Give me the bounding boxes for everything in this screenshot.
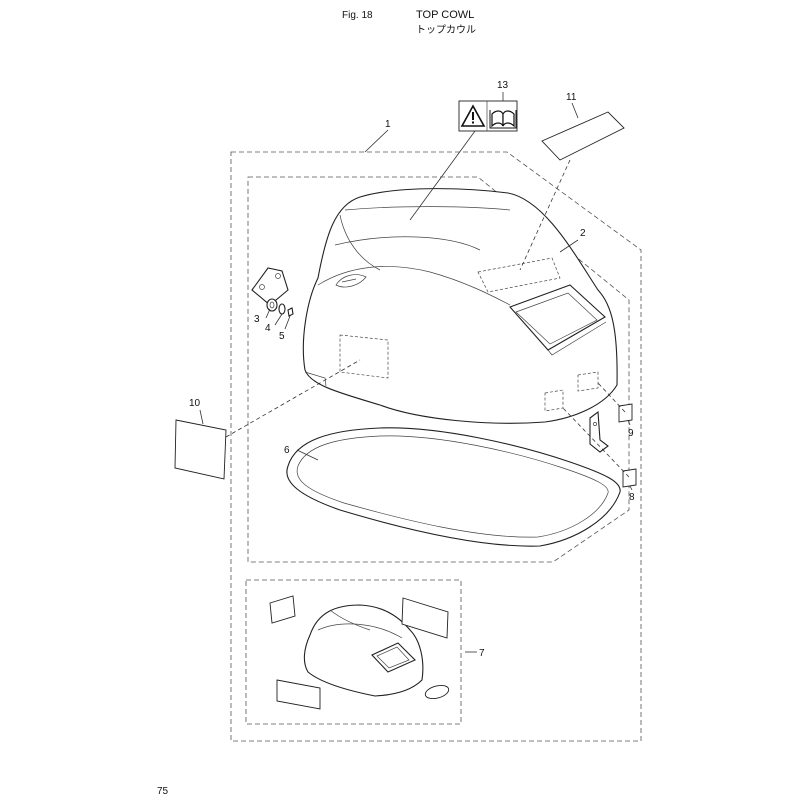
- figure-number: Fig. 18: [342, 10, 373, 21]
- gasket-part-6: [286, 427, 621, 547]
- kit-label-b: [401, 597, 449, 639]
- warning-triangle-icon: [460, 104, 486, 127]
- leader-lines: [199, 92, 633, 653]
- label-part-8: [622, 468, 637, 488]
- figure-title-japanese: トップカウル: [416, 25, 476, 36]
- kit-part-7-mini-cowl: [303, 604, 424, 697]
- label-part-10: [174, 419, 227, 480]
- screw-part-5: [287, 307, 294, 317]
- callout-3: 3: [254, 314, 260, 325]
- caution-label-part-13: [458, 100, 518, 132]
- assembly-1-boundary: [230, 151, 642, 742]
- bushing-part-3: [266, 298, 278, 312]
- callout-13: 13: [497, 80, 509, 91]
- callout-10: 10: [189, 398, 201, 409]
- callout-1: 1: [385, 119, 391, 130]
- callout-5: 5: [279, 331, 285, 342]
- callout-7: 7: [479, 648, 485, 659]
- callout-4: 4: [265, 323, 271, 334]
- small-bracket: [589, 410, 609, 453]
- kit-label-c: [276, 679, 321, 710]
- manual-book-icon: [489, 110, 517, 129]
- page-number: 75: [157, 786, 169, 797]
- kit-label-oval: [424, 684, 450, 700]
- callout-11: 11: [566, 92, 577, 103]
- washer-part-4: [278, 303, 286, 315]
- callout-9: 9: [628, 428, 634, 439]
- figure-title: TOP COWL: [416, 9, 475, 21]
- label-part-9: [618, 403, 633, 423]
- cowl-group-boundary: [247, 176, 630, 563]
- callout-6: 6: [284, 445, 290, 456]
- top-cowl-part-2: [302, 188, 618, 424]
- callout-8: 8: [629, 492, 635, 503]
- callout-2: 2: [580, 228, 586, 239]
- label-part-11: [541, 111, 625, 161]
- kit-label-a: [269, 595, 296, 624]
